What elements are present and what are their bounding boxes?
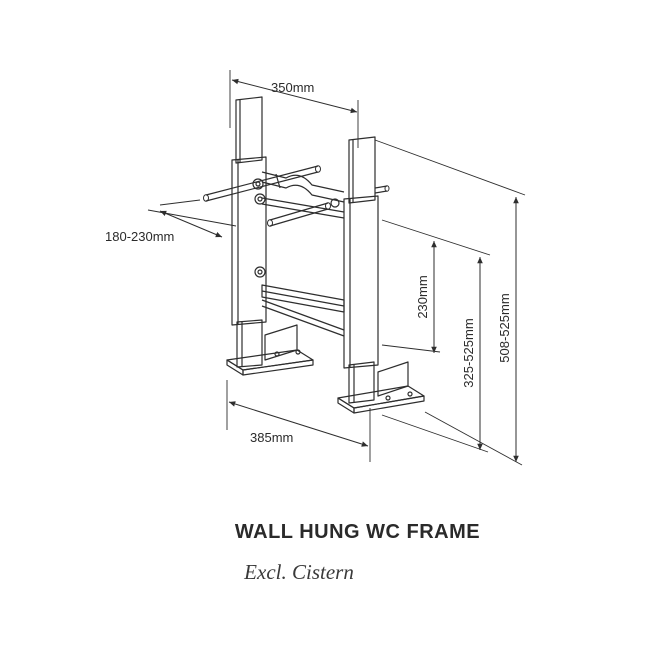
- inner-height-label: 230mm: [415, 275, 430, 318]
- extension-lines: [147, 70, 526, 466]
- lower-cross-bar: [261, 284, 345, 313]
- dimension-lines: [159, 78, 519, 462]
- base-width-dimension: [228, 401, 369, 447]
- bolts: [252, 178, 340, 278]
- lower-brace: [261, 299, 345, 337]
- left-foot-plate: [226, 324, 314, 376]
- adjuster-pin: [374, 185, 390, 194]
- top-width-dimension: [231, 78, 358, 114]
- diagram-title: WALL HUNG WC FRAME: [234, 521, 481, 543]
- base-width-label: 385mm: [250, 430, 293, 445]
- left-upright: [231, 96, 267, 368]
- right-foot-plate: [337, 361, 425, 414]
- wc-frame: [203, 96, 425, 414]
- diagram-subtitle: Excl. Cistern: [244, 560, 354, 584]
- mid-height-label: 325-525mm: [461, 318, 476, 387]
- arm-depth-label: 180-230mm: [105, 229, 174, 244]
- side-rail: [261, 197, 345, 219]
- support-rod-lower: [267, 202, 331, 227]
- arm-depth-dimension: [159, 210, 223, 238]
- total-height-label: 508-525mm: [497, 293, 512, 362]
- top-width-label: 350mm: [271, 80, 314, 95]
- right-upright: [343, 136, 379, 404]
- support-rod-upper: [203, 165, 321, 202]
